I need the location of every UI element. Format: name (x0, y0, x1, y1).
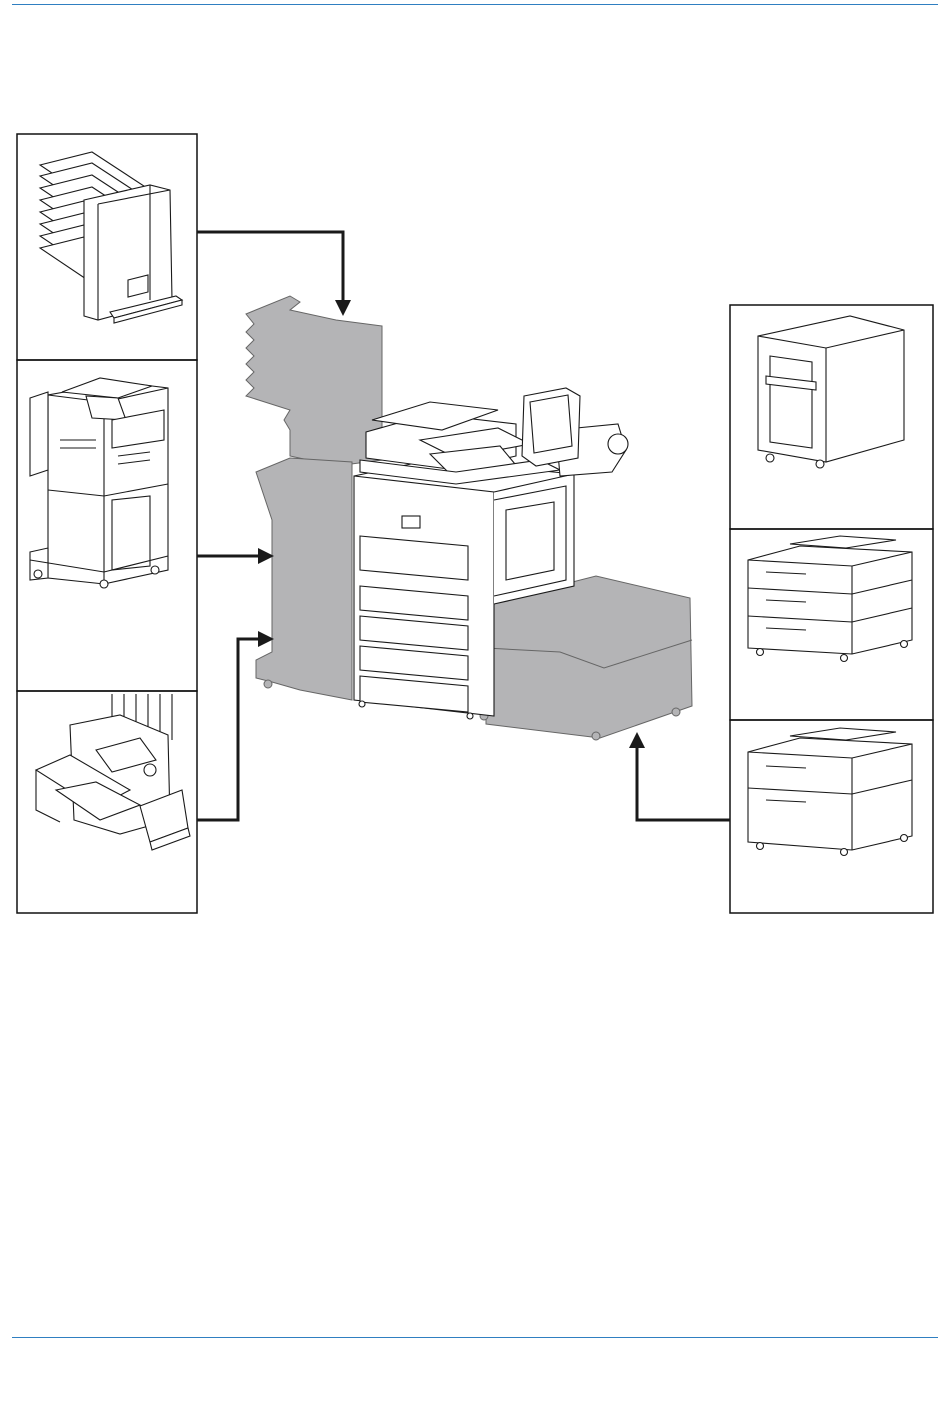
finisher-icon (30, 378, 168, 588)
mailbox-arrow (197, 232, 343, 302)
large-capacity-feeder-icon (758, 316, 904, 468)
paper-feeder-2-icon (748, 728, 912, 856)
feeder-arrow (637, 748, 730, 820)
arrowhead-down-mailbox (335, 300, 351, 316)
footer-rule (12, 1337, 938, 1338)
folding-unit-arrow (197, 639, 258, 820)
mailbox-icon (40, 152, 182, 323)
folding-unit-icon (36, 694, 190, 850)
arrowhead-up-feeder (629, 732, 645, 748)
paper-feeder-3-icon (748, 536, 912, 662)
feeder-silhouette (486, 576, 692, 738)
mailbox-silhouette (246, 296, 382, 466)
finisher-silhouette (256, 458, 352, 700)
